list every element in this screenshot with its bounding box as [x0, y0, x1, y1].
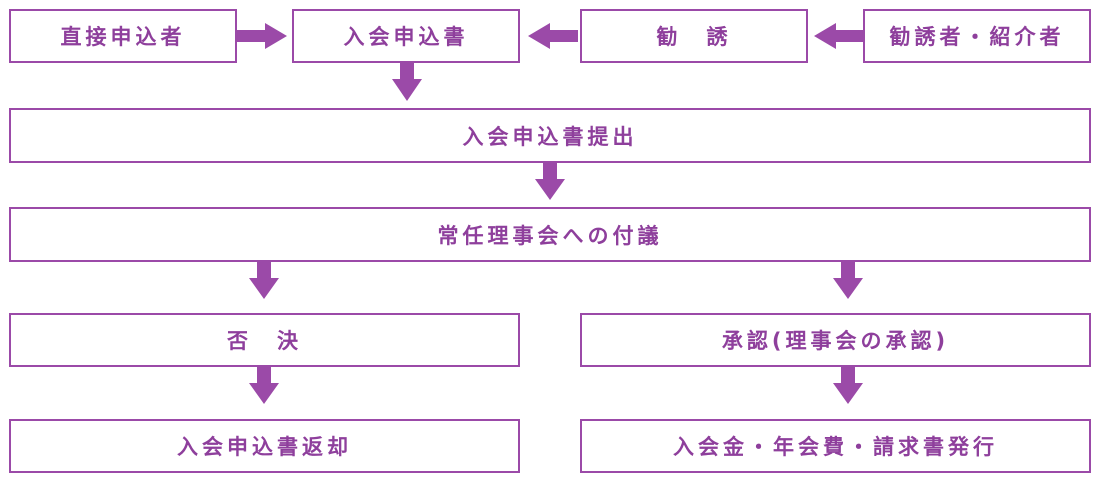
application-form-label: 入会申込書 — [343, 25, 469, 49]
invoice-issue-label: 入会金・年会費・請求書発行 — [673, 435, 998, 459]
solicitor-referrer-box: 勧誘者・紹介者 — [863, 9, 1091, 63]
direct-applicant-box: 直接申込者 — [9, 9, 237, 63]
arrow-down-icon — [392, 63, 422, 101]
solicitation-box: 勧 誘 — [580, 9, 808, 63]
approval-box: 承認(理事会の承認) — [580, 313, 1091, 367]
approval-label: 承認(理事会の承認) — [721, 329, 950, 353]
arrow-down-icon — [249, 367, 279, 404]
arrow-down-icon — [249, 262, 279, 299]
invoice-issue-box: 入会金・年会費・請求書発行 — [580, 419, 1091, 473]
submission-label: 入会申込書提出 — [462, 124, 638, 149]
submission-box: 入会申込書提出 — [9, 108, 1091, 163]
arrow-down-icon — [535, 163, 565, 200]
arrow-down-icon — [833, 262, 863, 299]
rejection-box: 否 決 — [9, 313, 520, 367]
board-review-box: 常任理事会への付議 — [9, 207, 1091, 262]
arrow-right-icon — [237, 23, 287, 49]
board-review-label: 常任理事会への付議 — [437, 223, 663, 248]
return-form-label: 入会申込書返却 — [177, 435, 352, 459]
return-form-box: 入会申込書返却 — [9, 419, 520, 473]
solicitation-label: 勧 誘 — [656, 25, 732, 49]
solicitor-referrer-label: 勧誘者・紹介者 — [889, 25, 1065, 49]
application-form-box: 入会申込書 — [292, 9, 520, 63]
rejection-label: 否 決 — [227, 329, 302, 353]
direct-applicant-label: 直接申込者 — [60, 25, 186, 49]
arrow-left-icon — [528, 23, 578, 49]
arrow-left-icon — [814, 23, 864, 49]
arrow-down-icon — [833, 367, 863, 404]
